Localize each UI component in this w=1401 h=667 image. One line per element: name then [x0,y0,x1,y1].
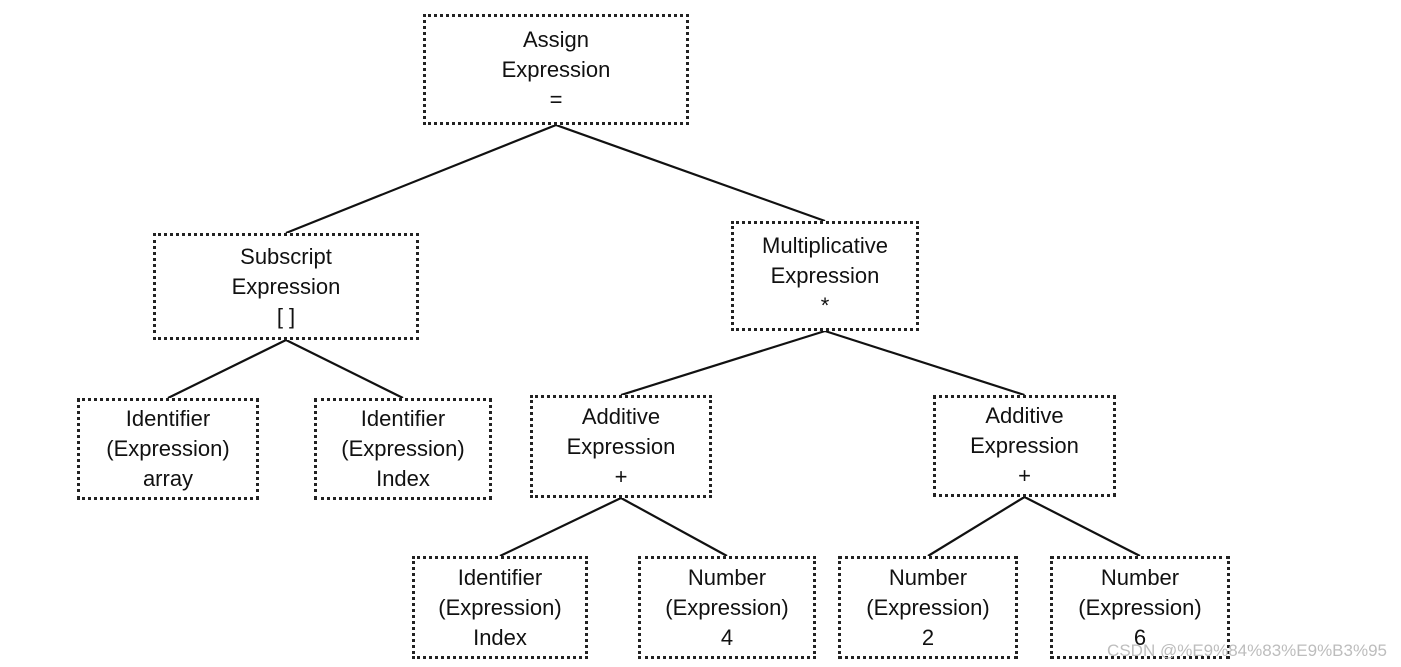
additive-expression-node-right: Additive Expression + [933,395,1116,497]
node-label-line-2: (Expression) [1078,594,1202,620]
number-4-node: Number (Expression) 4 [638,556,816,659]
edge-add_r-to-num_6 [1023,496,1141,557]
node-label-line-2: (Expression) [665,594,789,620]
node-label-line-2: Expression [970,433,1079,458]
node-operator: [ ] [276,303,296,329]
node-value: Index [473,624,527,650]
node-operator: = [549,86,563,112]
number-6-node: Number (Expression) 6 [1050,556,1230,659]
node-label-line-2: Expression [501,56,611,82]
node-operator: * [820,293,830,318]
edge-sub-to-id_array [167,339,287,399]
node-label-line-1: Identifier [360,406,446,431]
node-operator: + [1018,463,1031,488]
node-label-line-1: Number [687,564,767,590]
node-label-line-2: (Expression) [341,436,465,461]
node-label-line-2: Expression [770,263,880,288]
node-label-line-2: (Expression) [106,436,230,461]
additive-expression-node-left: Additive Expression + [530,395,712,498]
node-label-line-1: Additive [985,403,1064,428]
assign-expression-node: Assign Expression = [423,14,689,125]
number-2-node: Number (Expression) 2 [838,556,1018,659]
node-label-line-1: Additive [581,403,661,429]
node-label-line-1: Number [1100,564,1180,590]
edge-add_r-to-num_2 [927,496,1026,557]
node-label-line-2: (Expression) [438,594,562,620]
node-value: Index [376,466,430,491]
node-label-line-2: (Expression) [866,594,990,620]
node-value: array [142,466,194,491]
node-value: 4 [720,624,734,650]
node-label-line-1: Number [888,564,968,590]
edge-assign-to-mul [555,123,826,223]
identifier-array-node: Identifier (Expression) array [77,398,259,500]
subscript-expression-node: Subscript Expression [ ] [153,233,419,340]
node-label-line-1: Multiplicative [762,233,888,258]
node-label-line-2: Expression [231,273,341,299]
edge-add_l-to-id_idx2 [499,497,622,557]
node-value: 6 [1133,624,1147,650]
edge-add_l-to-num_4 [620,497,728,557]
node-value: 2 [921,624,935,650]
watermark: CSDN @%E9%84%83%E9%B3%95 [1107,641,1387,660]
multiplicative-expression-node: Multiplicative Expression * [731,221,919,331]
node-label-line-1: Assign [522,26,590,52]
edge-mul-to-add_r [824,329,1025,397]
edge-assign-to-sub [285,123,557,235]
node-operator: + [614,463,628,489]
edge-sub-to-id_index [285,339,404,399]
node-label-line-1: Subscript [240,243,332,269]
node-label-line-1: Identifier [125,406,211,431]
identifier-index-node: Identifier (Expression) Index [314,398,492,500]
edge-mul-to-add_l [620,329,826,397]
identifier-index-node-2: Identifier (Expression) Index [412,556,588,659]
node-label-line-1: Identifier [457,564,543,590]
node-label-line-2: Expression [566,433,676,459]
